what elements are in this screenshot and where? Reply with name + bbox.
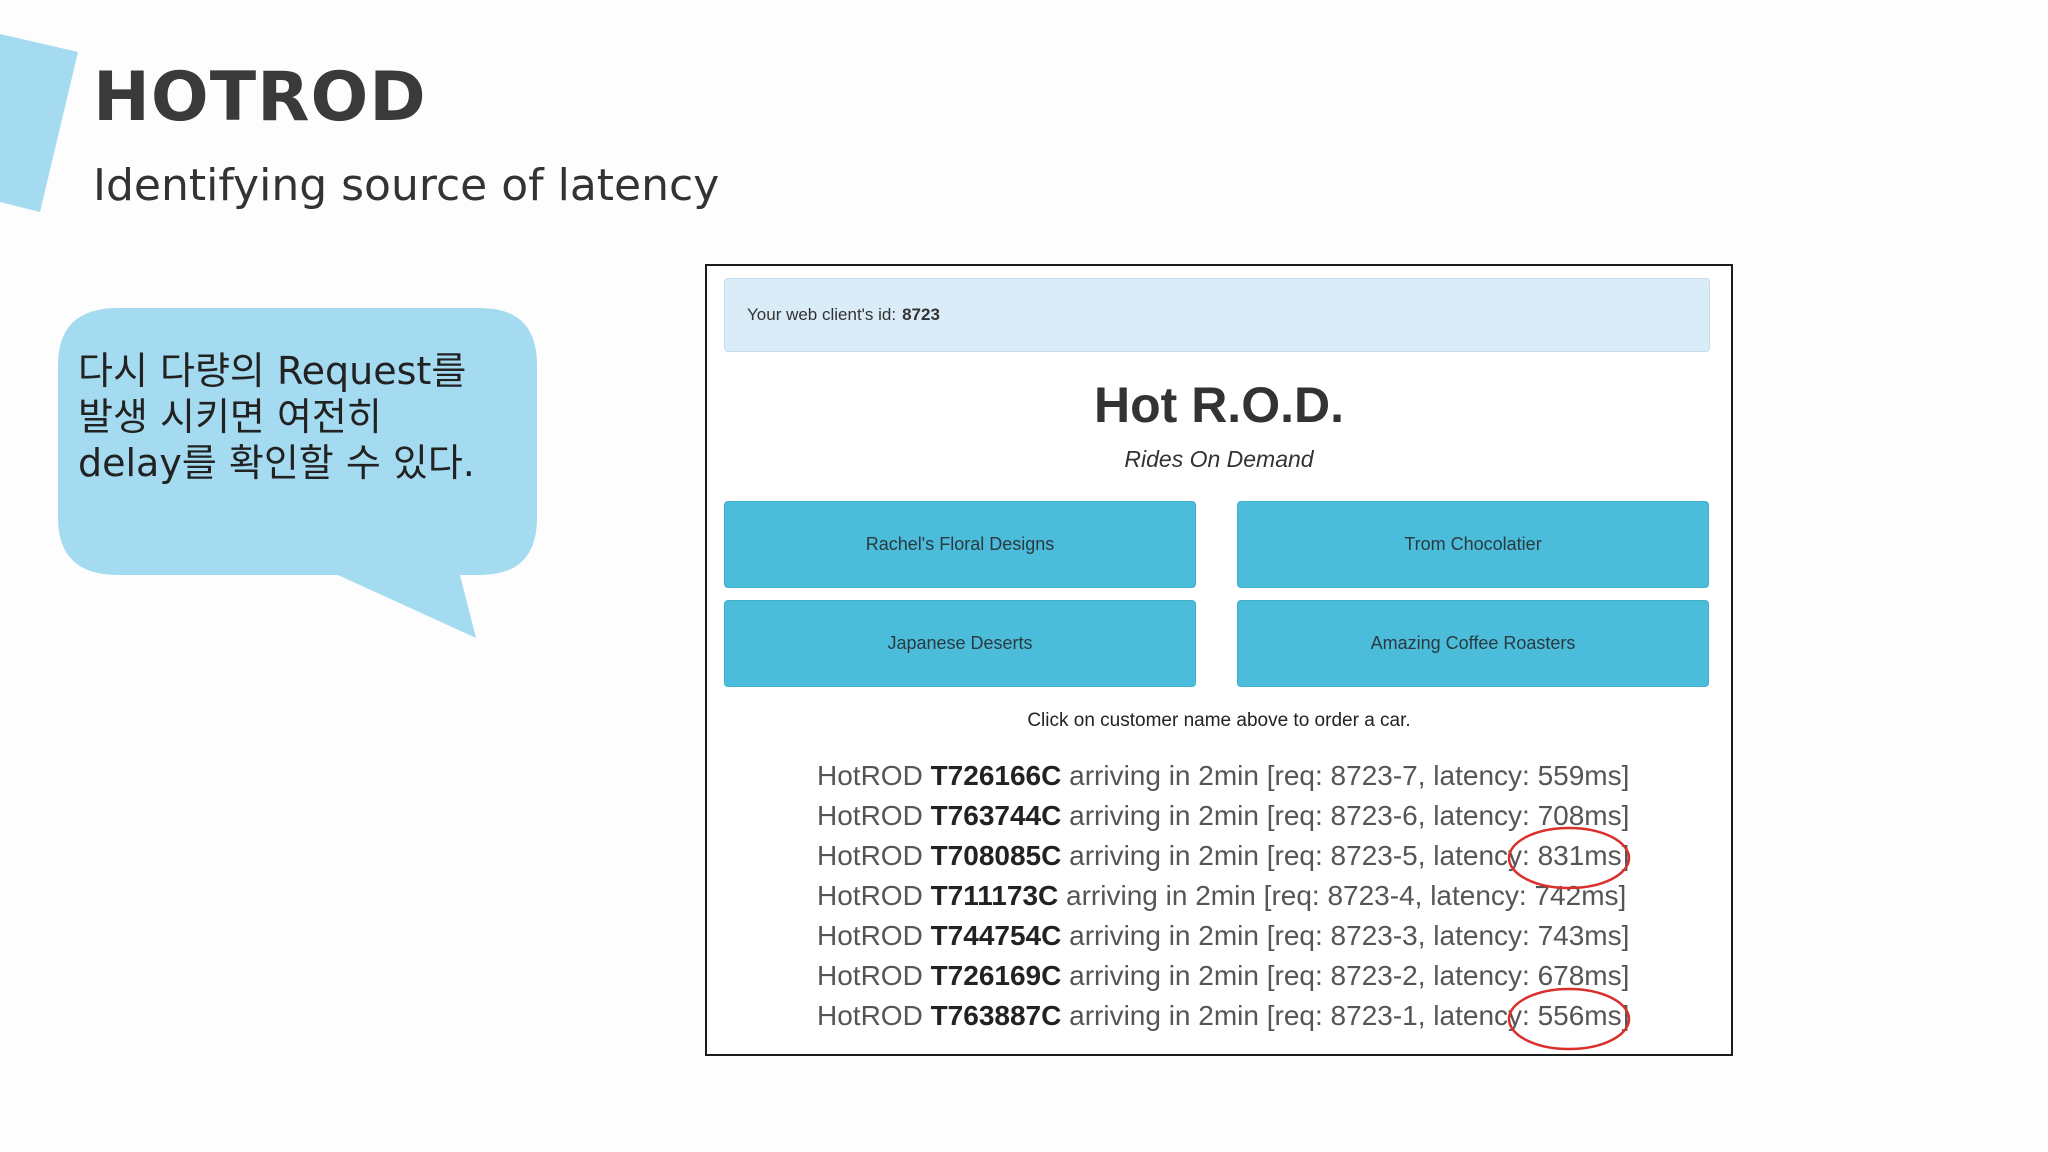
client-id-bar: Your web client's id: 8723 — [724, 278, 1710, 352]
log-details: arriving in 2min [req: 8723-3, latency: … — [1069, 920, 1630, 951]
order-instruction: Click on customer name above to order a … — [1027, 710, 1411, 731]
accent-shape — [0, 34, 78, 212]
log-details: arriving in 2min [req: 8723-6, latency: … — [1069, 800, 1630, 831]
log-prefix: HotROD — [817, 760, 923, 791]
log-prefix: HotROD — [817, 840, 923, 871]
bubble-text: 다시 다량의 Request를 발생 시키면 여전히 delay를 확인할 수 … — [78, 348, 518, 486]
log-entry: HotROD T726169C arriving in 2min [req: 8… — [817, 956, 1637, 996]
customer-button-japanese-deserts[interactable]: Japanese Deserts — [724, 600, 1196, 687]
log-car-id: T763887C — [930, 1000, 1062, 1031]
log-prefix: HotROD — [817, 1000, 923, 1031]
log-car-id: T726166C — [930, 760, 1062, 791]
client-id-value: 8723 — [902, 305, 940, 324]
speech-bubble — [58, 308, 537, 638]
log-details: arriving in 2min [req: 8723-7, latency: … — [1069, 760, 1630, 791]
customer-button-trom-chocolatier[interactable]: Trom Chocolatier — [1237, 501, 1709, 588]
log-prefix: HotROD — [817, 880, 923, 911]
customer-button-amazing-coffee-roasters[interactable]: Amazing Coffee Roasters — [1237, 600, 1709, 687]
bubble-line: 발생 시키면 여전히 — [78, 395, 382, 439]
slide-subtitle: Identifying source of latency — [93, 160, 720, 211]
log-details: arriving in 2min [req: 8723-2, latency: … — [1069, 960, 1630, 991]
bubble-line: delay를 확인할 수 있다. — [78, 441, 475, 485]
log-details: arriving in 2min [req: 8723-5, latency: … — [1069, 840, 1630, 871]
log-car-id: T744754C — [930, 920, 1062, 951]
app-subtitle: Rides On Demand — [1124, 446, 1314, 472]
dispatch-log: HotROD T726166C arriving in 2min [req: 8… — [817, 756, 1637, 1036]
bubble-line: 다시 다량의 Request를 — [78, 349, 467, 393]
log-entry: HotROD T763744C arriving in 2min [req: 8… — [817, 796, 1637, 836]
log-entry: HotROD T763887C arriving in 2min [req: 8… — [817, 996, 1637, 1036]
client-id-label: Your web client's id: — [747, 305, 897, 324]
log-entry: HotROD T744754C arriving in 2min [req: 8… — [817, 916, 1637, 956]
log-car-id: T708085C — [930, 840, 1062, 871]
log-entry: HotROD T711173C arriving in 2min [req: 8… — [817, 876, 1637, 916]
log-prefix: HotROD — [817, 800, 923, 831]
log-details: arriving in 2min [req: 8723-1, latency: … — [1069, 1000, 1630, 1031]
log-prefix: HotROD — [817, 920, 923, 951]
log-prefix: HotROD — [817, 960, 923, 991]
hotrod-screenshot: Your web client's id: 8723 Hot R.O.D. Ri… — [705, 264, 1733, 1056]
slide-title: HOTROD — [93, 58, 427, 137]
log-entry: HotROD T726166C arriving in 2min [req: 8… — [817, 756, 1637, 796]
log-car-id: T726169C — [930, 960, 1062, 991]
log-entry: HotROD T708085C arriving in 2min [req: 8… — [817, 836, 1637, 876]
app-title: Hot R.O.D. — [1094, 377, 1344, 433]
log-details: arriving in 2min [req: 8723-4, latency: … — [1066, 880, 1627, 911]
log-car-id: T711173C — [930, 880, 1059, 911]
customer-button-rachels-floral-designs[interactable]: Rachel's Floral Designs — [724, 501, 1196, 588]
log-car-id: T763744C — [930, 800, 1062, 831]
